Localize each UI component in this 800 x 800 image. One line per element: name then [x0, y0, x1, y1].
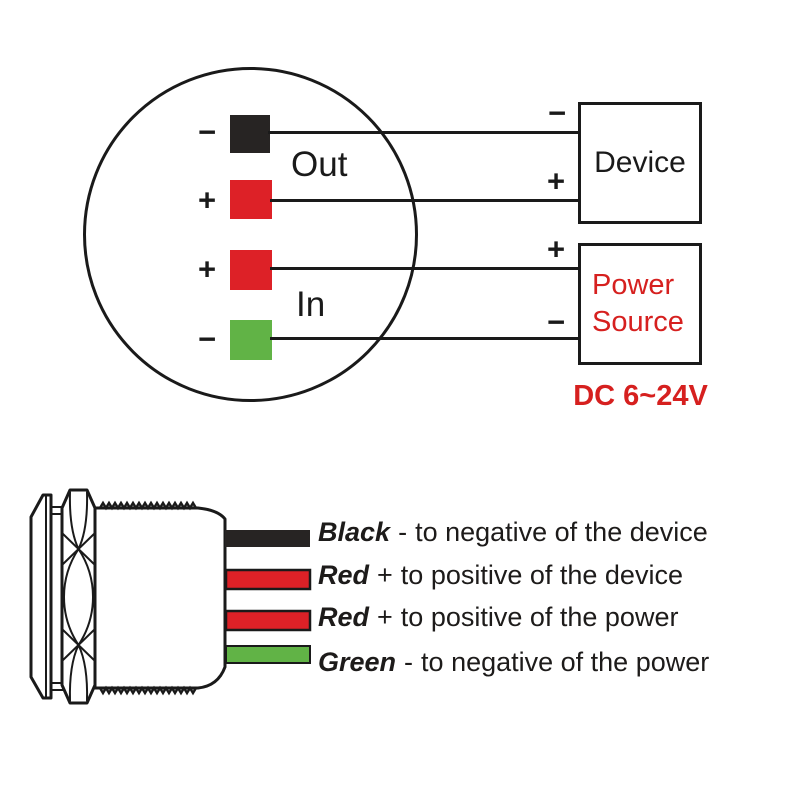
power-source-box: Power Source [578, 243, 702, 365]
wire-in-positive-line [270, 267, 578, 270]
legend-color-name: Green [318, 647, 397, 677]
wire-out-negative-line [268, 131, 578, 134]
terminal-red-in-positive [230, 250, 272, 290]
legend-color-name: Red [318, 560, 370, 590]
terminal-red-out-positive [230, 180, 272, 219]
wire-out-positive-line [270, 199, 578, 202]
legend-color-name: Red [318, 602, 370, 632]
legend-sign: + [377, 602, 393, 632]
wire-green [225, 645, 311, 664]
wire-red-device [224, 568, 312, 591]
wire-in-negative-line [270, 337, 578, 340]
in-label: In [296, 285, 326, 324]
legend-desc: to positive of the device [400, 560, 683, 590]
power-negative-sign: − [546, 304, 566, 340]
device-label: Device [594, 146, 686, 179]
terminal-green-negative [230, 320, 272, 360]
legend-desc: to positive of the power [400, 602, 679, 632]
device-box: Device [578, 102, 702, 224]
hex-nut [60, 488, 97, 705]
legend-item-black: Black-to negative of the device [318, 517, 708, 548]
terminal-sign-out-negative: − [197, 114, 217, 150]
button-cap [29, 493, 53, 700]
terminal-sign-in-negative: − [197, 321, 217, 357]
legend-desc: to negative of the device [415, 517, 708, 547]
terminal-sign-out-positive: + [197, 182, 217, 218]
switch-back-view-circle [83, 67, 418, 402]
legend-item-red-power: Red+to positive of the power [318, 602, 678, 633]
wire-red-power [224, 609, 312, 632]
power-label-line1: Power [592, 269, 675, 301]
legend-sign: - [404, 647, 414, 677]
out-label: Out [291, 145, 348, 184]
legend-color-name: Black [318, 517, 391, 547]
thread-bottom [98, 685, 198, 696]
terminal-sign-in-positive: + [197, 251, 217, 287]
wire-black [225, 530, 310, 547]
legend-sign: - [398, 517, 408, 547]
threaded-body [93, 506, 227, 690]
switch-side-view [29, 488, 312, 705]
thread-top [98, 500, 198, 511]
legend-item-red-device: Red+to positive of the device [318, 560, 683, 591]
hex-nut-facets [61, 491, 96, 702]
device-positive-sign: + [546, 163, 566, 199]
legend-sign: + [377, 560, 393, 590]
device-negative-sign: − [547, 95, 567, 131]
power-positive-sign: + [546, 231, 566, 267]
power-label-line2: Source [592, 306, 684, 338]
terminal-black-negative [230, 115, 270, 153]
legend-desc: to negative of the power [421, 647, 710, 677]
legend-item-green: Green-to negative of the power [318, 647, 709, 678]
voltage-label: DC 6~24V [573, 380, 708, 412]
